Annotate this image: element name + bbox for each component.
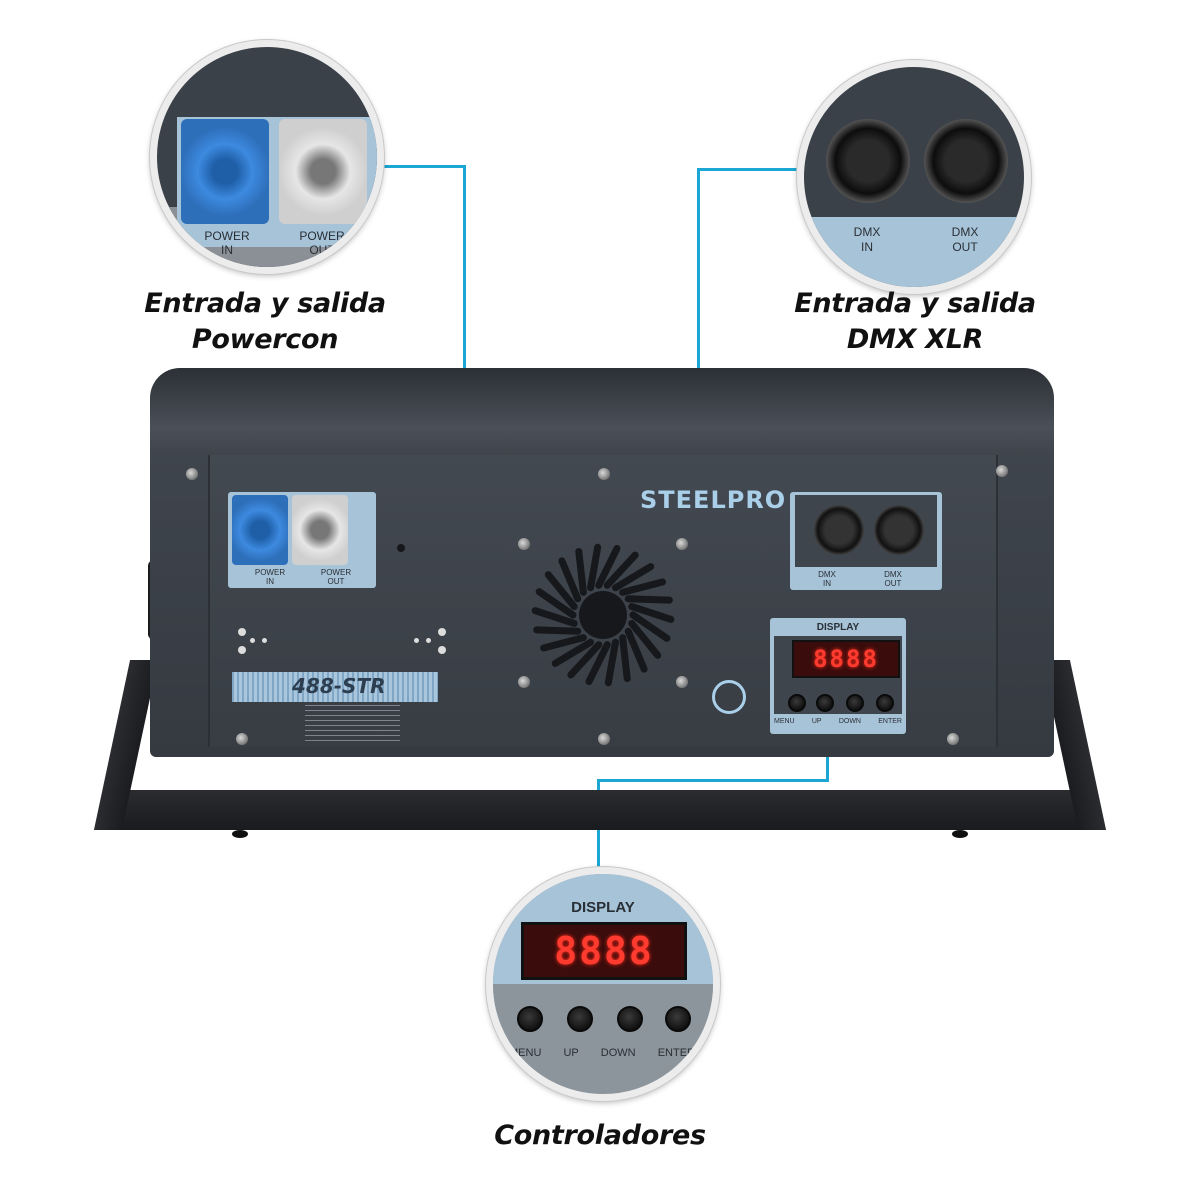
fan-slot [603, 551, 639, 589]
small-screws [238, 628, 448, 658]
panel-screw [598, 468, 610, 480]
fan-screw [676, 676, 688, 688]
model-label: 488-STR [292, 674, 386, 698]
fan-slot [544, 571, 578, 611]
fan-slot [585, 641, 611, 686]
callout-controls-title: Controladores [494, 1120, 706, 1151]
fan-slot [535, 588, 577, 619]
up-button[interactable] [816, 694, 834, 712]
fan-screw [518, 538, 530, 550]
zoom-up-button [567, 1006, 593, 1032]
zoom-menu-button [517, 1006, 543, 1032]
panel-screw [947, 733, 959, 745]
fan-slot [628, 603, 675, 623]
fan-slot [611, 563, 655, 592]
fan-grille [518, 540, 688, 690]
panel-screw [598, 733, 610, 745]
fan-slot [619, 634, 631, 683]
brand-logo: STEELPRO [640, 486, 787, 514]
enter-button[interactable] [876, 694, 894, 712]
spec-sticker [305, 705, 400, 741]
power-in-connector[interactable] [232, 495, 288, 565]
callout-powercon-title: Entrada y salida Powercon [144, 288, 386, 355]
down-button[interactable] [846, 694, 864, 712]
zoom-enter-button [665, 1006, 691, 1032]
fan-slot [624, 595, 673, 604]
menu-button[interactable] [788, 694, 806, 712]
fan-slot [558, 557, 582, 603]
power-out-connector[interactable] [292, 495, 348, 565]
fan-slot [533, 626, 582, 635]
fan-slot [567, 641, 603, 679]
fan-slot [575, 547, 587, 596]
fan-slot [628, 619, 662, 659]
fan-slot [629, 611, 671, 642]
zoom-power-in-connector [181, 119, 269, 224]
fan-slot [551, 638, 595, 667]
fan-slot [604, 638, 619, 687]
model-plate: 488-STR [232, 672, 438, 702]
indicator-hole [397, 544, 405, 552]
leader-controls-vertical-1 [826, 735, 829, 780]
housing-top [150, 368, 1054, 468]
dmx-out-connector[interactable] [874, 505, 924, 555]
mounting-bracket [93, 640, 1107, 845]
leader-powercon-vertical-1 [463, 165, 466, 378]
dmx-in-connector[interactable] [814, 505, 864, 555]
fan-slot [619, 578, 666, 596]
zoom-power-out-connector [279, 119, 367, 224]
zoom-down-button [617, 1006, 643, 1032]
leader-dmx-vertical-1 [697, 168, 700, 378]
fan-screw [518, 676, 530, 688]
fan-slot [595, 544, 621, 589]
leader-controls-horizontal [597, 779, 829, 782]
zoom-display-readout: 8888 [554, 929, 654, 973]
brand-emblem-icon [712, 680, 746, 714]
panel-screw [996, 465, 1008, 477]
panel-screw [236, 733, 248, 745]
leader-dmx-horizontal [697, 168, 802, 171]
leader-powercon-horizontal [360, 165, 465, 168]
zoom-display-label: DISPLAY [571, 899, 635, 916]
display-label: DISPLAY [816, 622, 860, 633]
fan-slot [540, 634, 587, 652]
callout-dmx-title: Entrada y salida DMX XLR [794, 288, 1036, 355]
zoom-dmx-in-connector [826, 119, 910, 203]
fan-slot [587, 543, 602, 592]
panel-screw [186, 468, 198, 480]
fan-screw [676, 538, 688, 550]
zoom-dmx-out-connector [924, 119, 1008, 203]
display-readout: 8888 [813, 645, 879, 673]
zoom-display-screen: 8888 [521, 922, 687, 980]
fan-slot [531, 607, 578, 627]
fan-slot [624, 627, 648, 673]
display-screen: 8888 [792, 640, 900, 678]
